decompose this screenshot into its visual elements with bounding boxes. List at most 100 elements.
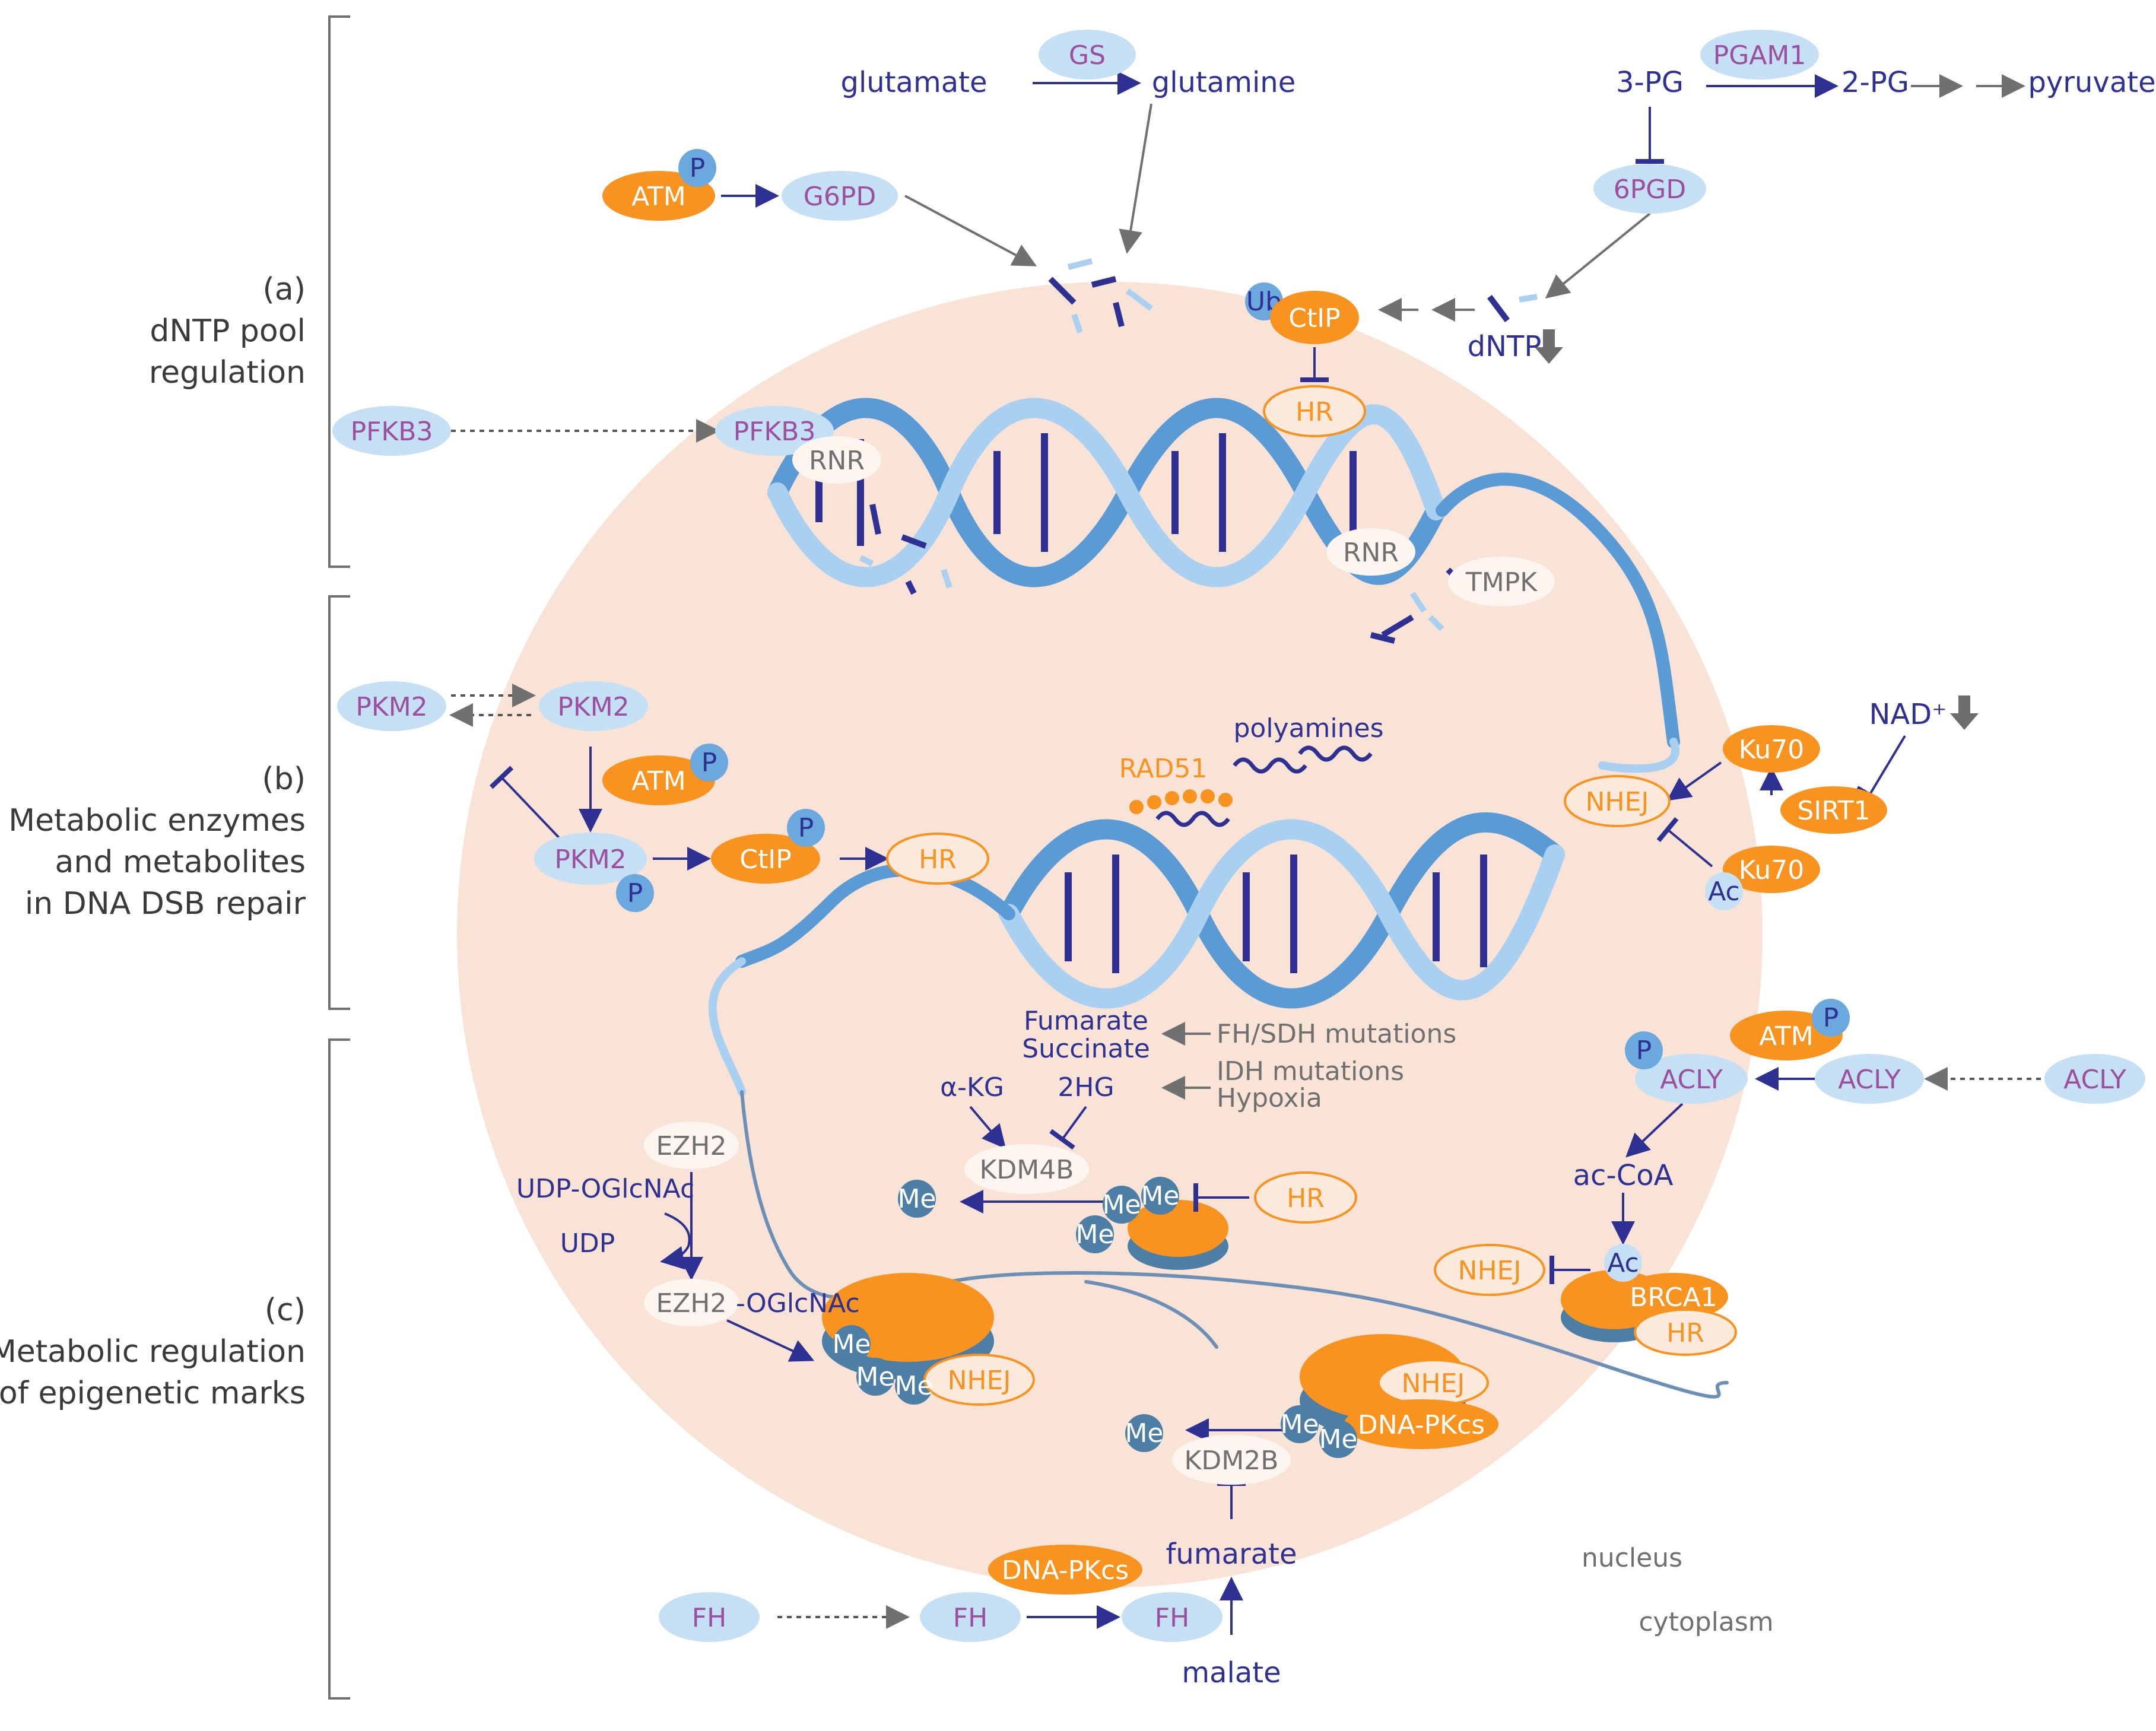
me-label-7: Me [894, 1371, 933, 1401]
phospho-badge-b1 [690, 744, 728, 782]
ku70-label-a: Ku70 [1739, 735, 1805, 765]
brca1-node [1619, 1273, 1728, 1320]
ac-badge-c [1604, 1244, 1642, 1282]
accoa-label: ac-CoA [1573, 1159, 1674, 1192]
me-badge-7 [895, 1367, 933, 1405]
glutamate-label: glutamate [841, 66, 987, 99]
pg2-label: 2-PG [1841, 66, 1909, 99]
me-badge-10 [1125, 1414, 1163, 1452]
g6pd-node [782, 171, 898, 221]
fumarate-upper-label: Fumarate [1024, 1006, 1148, 1036]
fh-node-1 [659, 1592, 760, 1642]
glutamine-label: glutamine [1152, 66, 1296, 99]
rnr-node-1 [792, 436, 881, 484]
nhej-label-c1: NHEJ [1458, 1256, 1522, 1286]
acly-label-b: ACLY [1838, 1065, 1901, 1095]
ctip-node-b [711, 834, 820, 884]
me-badge-5 [833, 1325, 871, 1363]
dnapkcs-label-1: DNA-PKcs [1358, 1410, 1485, 1440]
section-b-letter: (b) [262, 761, 306, 797]
nhej-label-c3: NHEJ [1402, 1368, 1465, 1399]
ctip-label-top: CtIP [1288, 303, 1340, 334]
fh-label-2: FH [953, 1603, 987, 1633]
section-c-letter: (c) [265, 1292, 306, 1328]
pathway-arrows [449, 71, 2050, 1635]
ezh2-node-a [644, 1122, 739, 1169]
pfkb3-label-out: PFKB3 [351, 417, 433, 447]
hr-node-top [1263, 385, 1366, 437]
section-b-line2: and metabolites [55, 844, 306, 880]
fh-sdh-label: FH/SDH mutations [1217, 1019, 1456, 1049]
section-c-line2: of epigenetic marks [0, 1376, 306, 1411]
me-label-9: Me [1319, 1424, 1357, 1454]
phospho-label-b1: P [701, 748, 717, 778]
bracket-b [328, 595, 350, 1010]
fh-label-3: FH [1155, 1603, 1189, 1633]
me-badge-1 [898, 1180, 936, 1218]
pkm2-node-a [337, 681, 446, 731]
nhej-node-c1 [1434, 1244, 1545, 1296]
me-label-3: Me [1141, 1181, 1179, 1211]
me-label-2: Me [1102, 1190, 1141, 1220]
gs-node [1039, 30, 1136, 80]
me-label-1: Me [897, 1184, 936, 1214]
dntp-down-icon [1535, 329, 1563, 364]
akg-label: α-KG [940, 1072, 1004, 1103]
rnr-label-1: RNR [809, 446, 865, 476]
rnr-label-2: RNR [1343, 538, 1399, 568]
fumarate-label: fumarate [1166, 1538, 1297, 1571]
section-a-line1: dNTP pool [150, 313, 306, 349]
me-label-4: Me [1075, 1219, 1114, 1250]
section-a-letter: (a) [263, 272, 306, 307]
hr-label-b: HR [919, 844, 957, 875]
dntp-label: dNTP [1468, 330, 1542, 363]
gs-label: GS [1069, 40, 1106, 71]
hypoxia-label: Hypoxia [1217, 1083, 1322, 1113]
nucleus-label: nucleus [1582, 1543, 1682, 1573]
dnapkcs-node-2 [988, 1545, 1142, 1595]
malate-label: malate [1182, 1656, 1281, 1689]
fh-node-3 [1122, 1592, 1223, 1642]
hr-node-b [886, 833, 989, 885]
bracket-c [328, 1038, 350, 1700]
me-badge-9 [1319, 1420, 1357, 1458]
section-a-line2: regulation [149, 355, 306, 390]
hr-label-c2: HR [1666, 1318, 1704, 1348]
phospho-label-c2: P [1636, 1036, 1652, 1066]
me-label-10: Me [1125, 1418, 1163, 1449]
sirt1-node [1780, 786, 1887, 834]
hr-label-top: HR [1295, 397, 1333, 427]
ku70-node-a [1723, 725, 1820, 773]
me-badge-6 [856, 1358, 894, 1396]
ezh2-label-a: EZH2 [656, 1131, 726, 1161]
acly-node-b [1815, 1054, 1924, 1104]
dntp-fragments-icon [859, 258, 1538, 644]
dnapkcs-label-2: DNA-PKcs [1002, 1555, 1129, 1586]
bracket-a [328, 15, 350, 568]
succinate-label: Succinate [1022, 1034, 1150, 1064]
pkm2-node-b [539, 681, 648, 731]
phospho-label-c1: P [1823, 1003, 1839, 1033]
oglcnac-label: -OGlcNAc [736, 1288, 860, 1319]
phospho-badge-c1 [1812, 999, 1850, 1037]
hr-node-c1 [1254, 1171, 1357, 1224]
pkm2-label-c: PKM2 [554, 844, 626, 875]
me-label-5: Me [832, 1329, 871, 1360]
fh-label-1: FH [692, 1603, 726, 1633]
dnapkcs-node-1 [1344, 1399, 1498, 1449]
pg3-label: 3-PG [1616, 66, 1684, 99]
acly-node-a [1635, 1054, 1748, 1104]
pgd6-node [1593, 164, 1706, 214]
phospho-badge-b2 [616, 874, 654, 912]
atm-label-c: ATM [1759, 1021, 1814, 1052]
kdm2b-label: KDM2B [1185, 1446, 1279, 1476]
sirt1-label: SIRT1 [1797, 796, 1870, 826]
ctip-node-top [1270, 291, 1359, 344]
me-badge-3 [1141, 1177, 1179, 1215]
ezh2-node-b [644, 1279, 739, 1326]
pkm2-label-b: PKM2 [557, 692, 629, 722]
section-c-line1: Metabolic regulation [0, 1334, 306, 1370]
pfkb3-node-in [715, 406, 834, 456]
phospho-badge [678, 149, 716, 187]
kdm4b-label: KDM4B [980, 1155, 1074, 1185]
